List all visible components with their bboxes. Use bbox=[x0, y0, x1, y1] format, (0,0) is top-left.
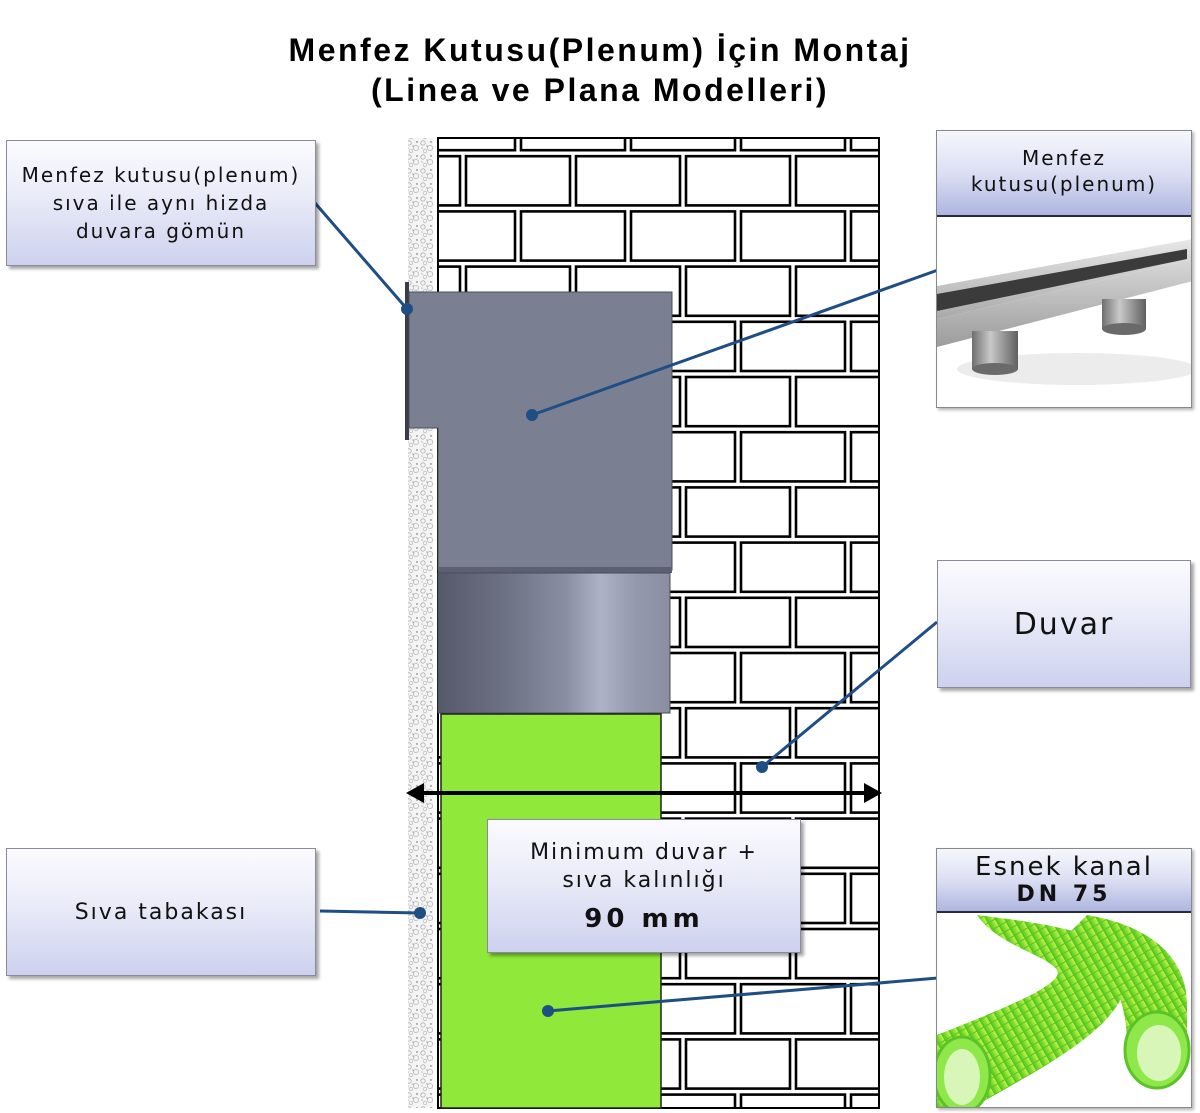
label-min-thickness-value: 90 mm bbox=[584, 904, 704, 934]
leader-dot-wall bbox=[756, 761, 768, 773]
brick bbox=[794, 706, 879, 759]
flex-duct-title-2: DN 75 bbox=[1016, 882, 1112, 907]
plenum-collar bbox=[437, 572, 671, 714]
brick bbox=[849, 982, 879, 1035]
brick bbox=[849, 872, 879, 925]
plenum-product-image bbox=[937, 219, 1191, 407]
label-min-thickness-line-2: sıva kalınlığı bbox=[562, 868, 726, 893]
plenum-image-title-1: Menfez bbox=[1021, 146, 1107, 170]
label-plenum-install-line-3: duvara gömün bbox=[75, 219, 247, 243]
brick bbox=[301, 763, 405, 812]
plenum-flange bbox=[405, 282, 409, 440]
plenum-image-header: Menfez kutusu(plenum) bbox=[937, 131, 1191, 217]
label-plenum-install-line-2: sıva ile aynı hizda bbox=[52, 191, 270, 215]
brick bbox=[301, 101, 405, 150]
leader-plenum-image bbox=[531, 268, 939, 417]
brick bbox=[438, 154, 462, 207]
brick bbox=[629, 138, 737, 152]
brick bbox=[519, 138, 627, 152]
brick bbox=[684, 706, 792, 759]
brick bbox=[739, 1093, 847, 1108]
brick bbox=[684, 375, 792, 428]
label-plenum-install: Menfez kutusu(plenum) sıva ile aynı hizd… bbox=[6, 140, 316, 266]
brick bbox=[438, 210, 517, 262]
leader-wall bbox=[761, 620, 938, 769]
brick bbox=[739, 210, 847, 262]
flex-duct-title-1: Esnek kanal bbox=[975, 852, 1153, 882]
leader-dot-plaster bbox=[414, 907, 426, 919]
brick bbox=[574, 154, 682, 207]
brick bbox=[301, 211, 405, 260]
plaster-layer bbox=[408, 138, 433, 1108]
flex-duct-image-card: Esnek kanal DN 75 bbox=[936, 848, 1192, 1108]
brick bbox=[301, 653, 405, 702]
brick bbox=[739, 138, 847, 152]
leader-dot-flex-duct bbox=[542, 1005, 554, 1017]
brick bbox=[684, 1038, 792, 1090]
dimension-arrow bbox=[406, 783, 882, 803]
brick bbox=[739, 762, 847, 814]
label-wall-text: Duvar bbox=[1013, 606, 1115, 642]
diagram-title: Menfez Kutusu(Plenum) İçin Montaj (Linea… bbox=[0, 30, 1200, 110]
brick bbox=[849, 320, 879, 373]
title-line-1: Menfez Kutusu(Plenum) İçin Montaj bbox=[288, 32, 912, 68]
flex-duct-product-image bbox=[937, 915, 1191, 1107]
brick bbox=[739, 320, 847, 373]
label-plenum-install-line-1: Menfez kutusu(plenum) bbox=[21, 163, 301, 187]
label-plaster-layer: Sıva tabakası bbox=[6, 848, 316, 976]
brick bbox=[519, 210, 627, 262]
brick bbox=[849, 138, 879, 152]
brick bbox=[629, 210, 737, 262]
brick bbox=[464, 154, 572, 207]
brick bbox=[301, 1095, 405, 1113]
brick bbox=[849, 1093, 879, 1108]
brick bbox=[301, 432, 405, 481]
label-min-thickness: Minimum duvar + sıva kalınlığı 90 mm bbox=[487, 819, 801, 953]
brick bbox=[849, 541, 879, 594]
brick bbox=[794, 154, 879, 207]
leader-flex-duct bbox=[547, 976, 939, 1013]
flex-duct-image-header: Esnek kanal DN 75 bbox=[937, 849, 1191, 913]
brick bbox=[684, 486, 792, 538]
brick bbox=[301, 322, 405, 371]
brick bbox=[794, 265, 879, 318]
brick bbox=[301, 543, 405, 592]
plenum-image-title-2: kutusu(plenum) bbox=[970, 172, 1158, 196]
label-min-thickness-line-1: Minimum duvar + bbox=[530, 840, 758, 865]
brick bbox=[794, 817, 879, 870]
brick bbox=[794, 1038, 879, 1090]
brick bbox=[301, 984, 405, 1033]
brick bbox=[739, 541, 847, 594]
brick bbox=[794, 596, 879, 649]
title-line-2: (Linea ve Plana Modelleri) bbox=[371, 72, 829, 108]
brick bbox=[849, 210, 879, 262]
brick bbox=[794, 486, 879, 538]
brick bbox=[739, 430, 847, 483]
leader-dot-plenum-install bbox=[401, 303, 413, 315]
leader-plenum-install bbox=[313, 202, 409, 310]
brick bbox=[794, 927, 879, 980]
plenum-seam bbox=[438, 567, 672, 573]
brick bbox=[794, 375, 879, 428]
plenum-body bbox=[408, 291, 673, 571]
label-plaster-layer-text: Sıva tabakası bbox=[74, 899, 248, 925]
leader-dot-plenum-image bbox=[526, 409, 538, 421]
brick bbox=[739, 651, 847, 704]
brick bbox=[849, 651, 879, 704]
brick bbox=[684, 596, 792, 649]
leader-plaster bbox=[319, 909, 421, 915]
brick bbox=[301, 874, 405, 923]
label-wall: Duvar bbox=[937, 560, 1191, 688]
brick bbox=[849, 430, 879, 483]
plenum-image-card: Menfez kutusu(plenum) bbox=[936, 130, 1192, 408]
brick bbox=[438, 138, 517, 152]
brick bbox=[684, 154, 792, 207]
brick bbox=[684, 265, 792, 318]
leader-lines bbox=[313, 202, 939, 1017]
